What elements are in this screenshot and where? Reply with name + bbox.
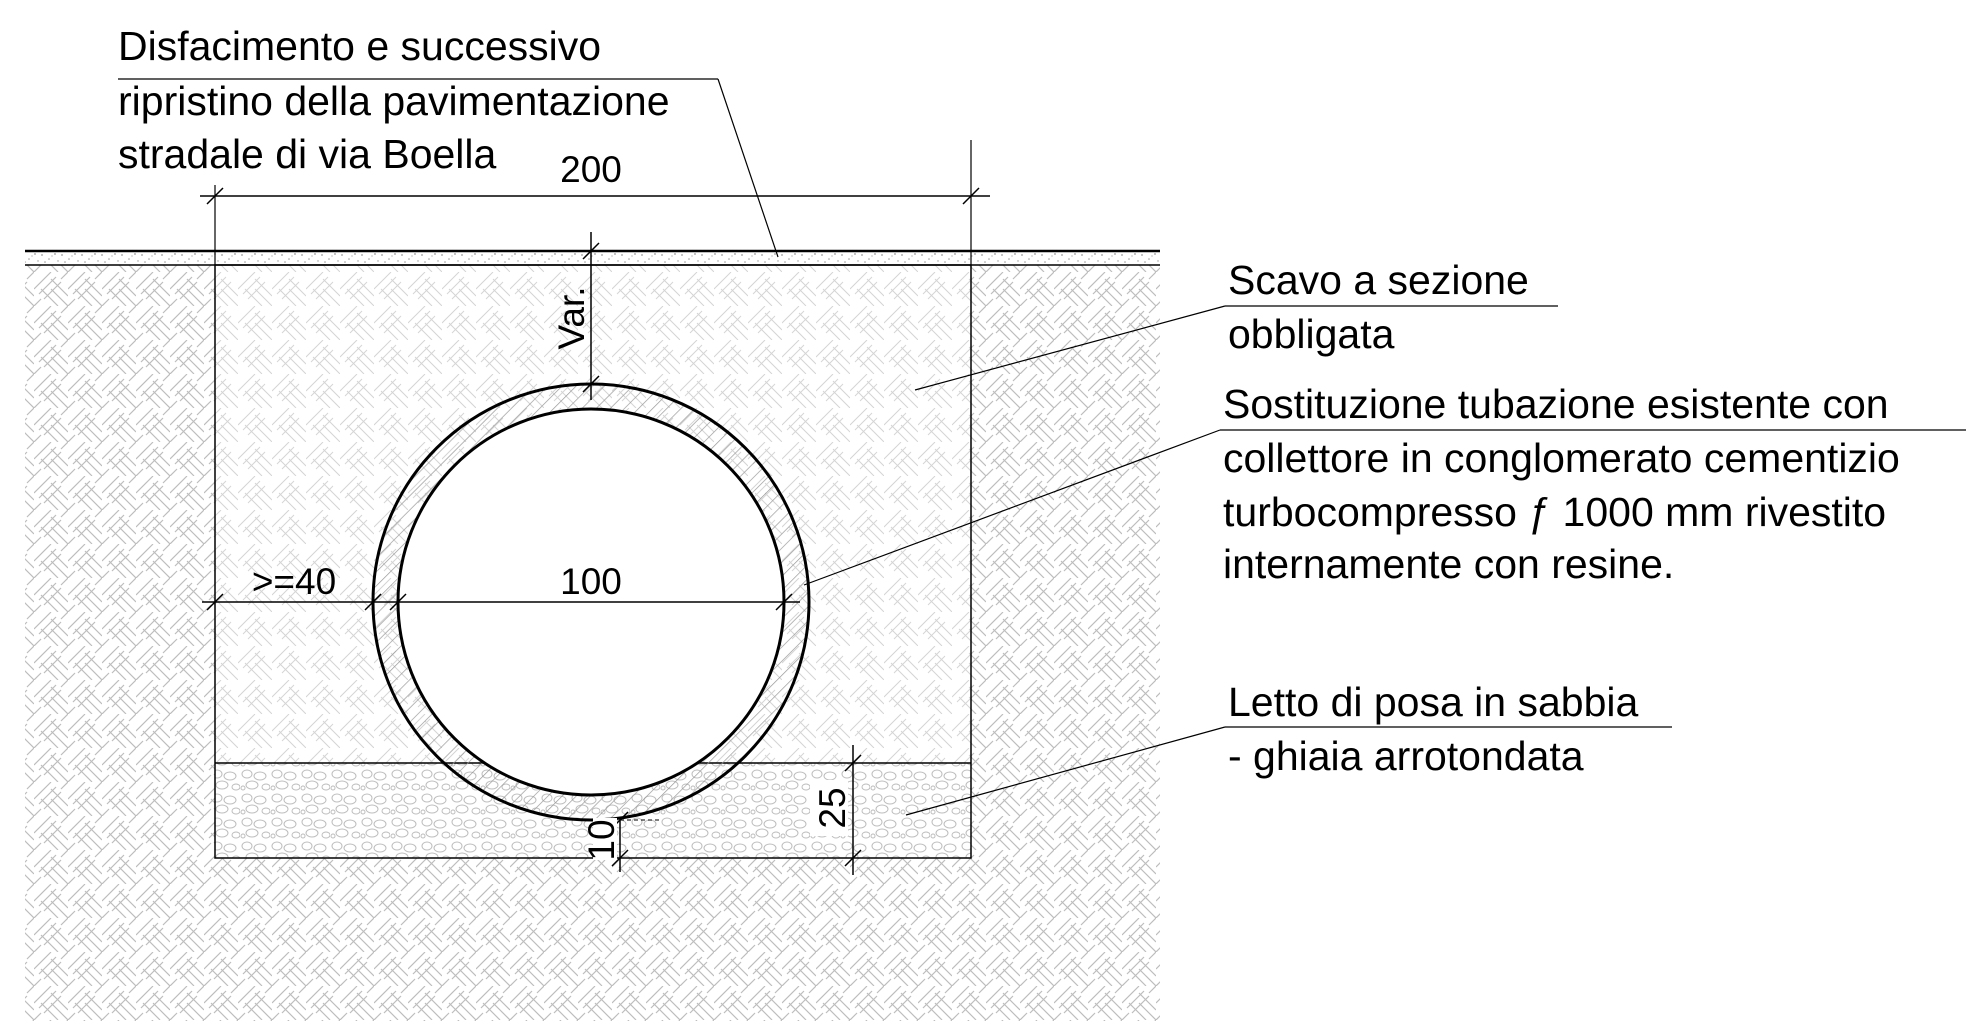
- leader-pipe: [803, 429, 1966, 586]
- dimension-bed-under-pipe: 10: [581, 811, 660, 872]
- label-excavation-line-2: obbligata: [1228, 311, 1395, 357]
- leader-pavement: [118, 78, 779, 258]
- dimension-side-clearance-text: >=40: [252, 561, 336, 602]
- label-pipe-line-2: collettore in conglomerato cementizio: [1223, 435, 1900, 481]
- dimension-bed-thickness: 25: [810, 745, 862, 875]
- label-pavement: Disfacimento e successivo ripristino del…: [118, 23, 670, 177]
- dimension-cover-depth-text: Var.: [551, 286, 592, 349]
- label-pipe-line-4: internamente con resine.: [1223, 541, 1674, 587]
- label-pipe: Sostituzione tubazione esistente con col…: [1223, 381, 1900, 587]
- label-bedding-line-1: Letto di posa in sabbia: [1228, 679, 1638, 725]
- label-pipe-line-1: Sostituzione tubazione esistente con: [1223, 381, 1889, 427]
- dimension-pipe-diameter-text: 100: [560, 561, 622, 602]
- label-bedding-line-2: - ghiaia arrotondata: [1228, 733, 1584, 779]
- dimension-trench-width-text: 200: [560, 149, 622, 190]
- dimension-trench-width: 200: [200, 140, 990, 265]
- dimension-bed-under-pipe-text: 10: [581, 819, 622, 860]
- label-excavation: Scavo a sezione obbligata: [1228, 257, 1529, 357]
- dimension-bed-thickness-text: 25: [812, 787, 853, 828]
- label-pipe-line-3: turbocompresso ƒ 1000 mm rivestito: [1223, 489, 1886, 535]
- leader-excavation: [914, 305, 1558, 391]
- dimension-cover-depth: Var.: [551, 232, 600, 400]
- road-pavement: [25, 251, 1160, 265]
- label-pavement-line-3: stradale di via Boella: [118, 131, 497, 177]
- label-bedding: Letto di posa in sabbia - ghiaia arroton…: [1228, 679, 1638, 779]
- label-excavation-line-1: Scavo a sezione: [1228, 257, 1529, 303]
- label-pavement-line-2: ripristino della pavimentazione: [118, 78, 670, 124]
- leader-bedding: [905, 726, 1672, 816]
- label-pavement-line-1: Disfacimento e successivo: [118, 23, 601, 69]
- dimension-horizontal: >=40 100: [202, 561, 800, 611]
